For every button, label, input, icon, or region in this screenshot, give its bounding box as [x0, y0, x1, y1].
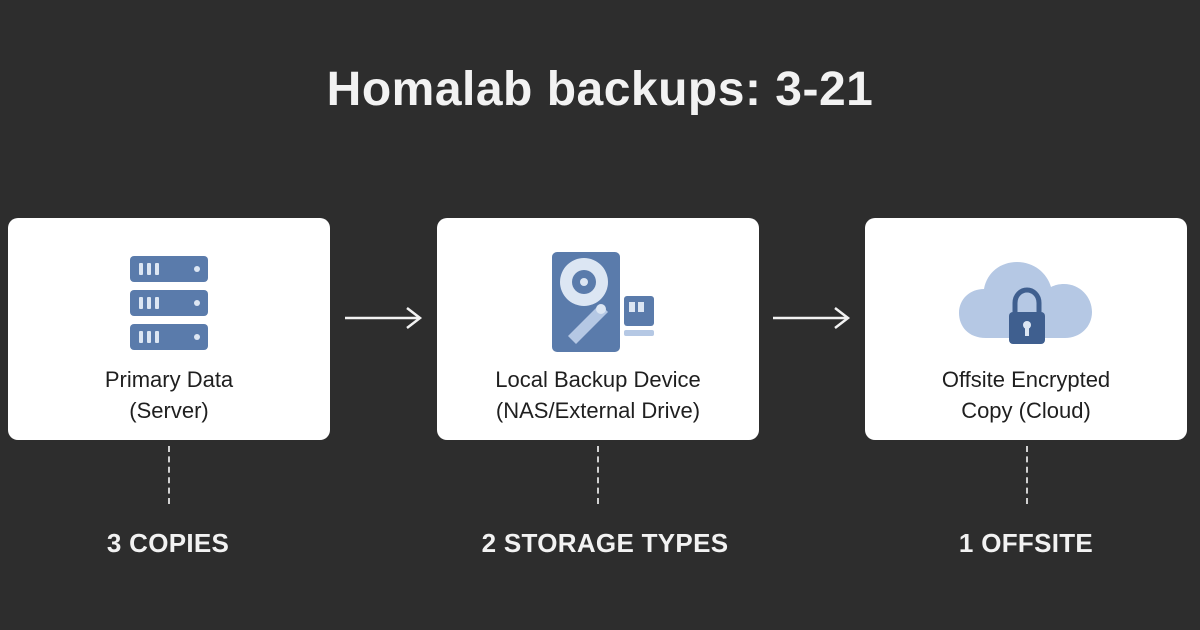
arrow-right-icon [773, 307, 851, 329]
node-label-line1: Primary Data [104, 367, 234, 392]
cloud-lock-icon [865, 238, 1187, 368]
node-label-line2: (Server) [129, 398, 209, 423]
node-local-backup: Local Backup Device (NAS/External Drive) [437, 218, 759, 440]
node-label: Primary Data (Server) [8, 364, 330, 426]
node-label: Offsite Encrypted Copy (Cloud) [865, 364, 1187, 426]
arrow-right-icon [345, 307, 423, 329]
node-label-line2: (NAS/External Drive) [495, 398, 701, 423]
hard-drive-icon [437, 238, 759, 368]
dashed-connector [597, 446, 601, 504]
node-primary-data: Primary Data (Server) [8, 218, 330, 440]
node-label-line1: Offsite Encrypted [941, 367, 1111, 392]
node-label-line2: Copy (Cloud) [961, 398, 1091, 423]
node-offsite-cloud: Offsite Encrypted Copy (Cloud) [865, 218, 1187, 440]
node-label-line1: Local Backup Device [495, 367, 701, 392]
dashed-connector [1026, 446, 1030, 504]
diagram-title: Homalab backups: 3-21 [326, 63, 874, 116]
rule-label-offsite: 1 OFFSITE [958, 528, 1094, 558]
node-label: Local Backup Device (NAS/External Drive) [437, 364, 759, 426]
rule-label-copies: 3 COPIES [106, 528, 230, 558]
rule-label-storage-types: 2 STORAGE TYPES [481, 528, 729, 558]
server-rack-icon [8, 238, 330, 368]
dashed-connector [168, 446, 172, 504]
